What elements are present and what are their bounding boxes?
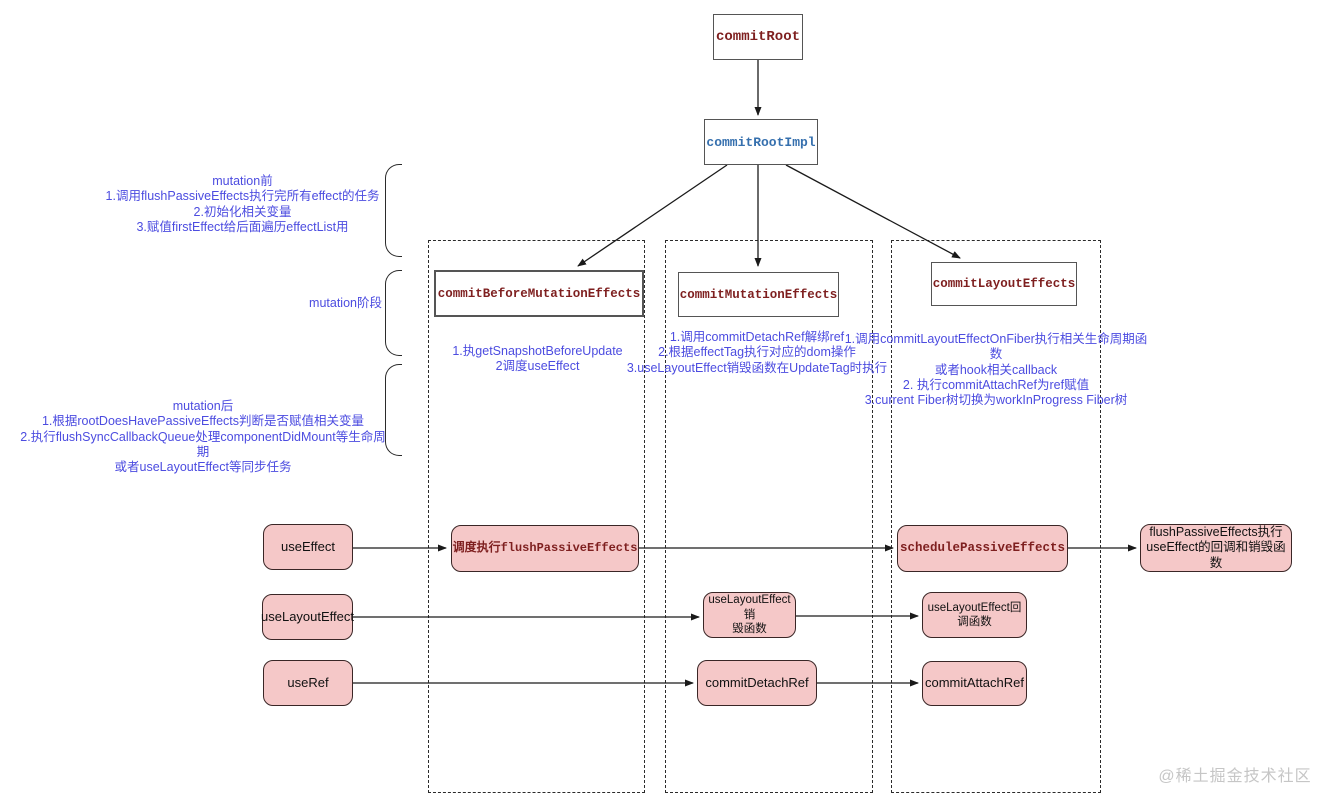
flush-passive-effects-run-node: flushPassiveEffects执行 useEffect的回调和销毁函数 — [1140, 524, 1292, 572]
brace-mutation — [385, 270, 402, 356]
phase-column-mutation — [665, 240, 873, 793]
commit-mutation-effects-node: commitMutationEffects — [678, 272, 839, 317]
before-mutation-notes: 1.执getSnapshotBeforeUpdate 2调度useEffect — [452, 344, 623, 374]
arrow-impl-to-layout — [785, 164, 961, 259]
commit-root-node: commitRoot — [713, 14, 803, 60]
phase-column-layout — [891, 240, 1101, 793]
use-ref-node: useRef — [263, 660, 353, 706]
commit-detach-ref-node: commitDetachRef — [697, 660, 817, 706]
commit-attach-ref-node: commitAttachRef — [922, 661, 1027, 706]
brace-post-mutation — [385, 364, 402, 456]
commit-layout-effects-node: commitLayoutEffects — [931, 262, 1077, 306]
use-layout-effect-node: useLayoutEffect — [261, 594, 354, 640]
pre-mutation-annotation: mutation前 1.调用flushPassiveEffects执行完所有ef… — [105, 174, 380, 234]
use-layout-effect-callback-node: useLayoutEffect回 调函数 — [922, 592, 1027, 638]
brace-pre-mutation — [385, 164, 402, 257]
mutation-phase-annotation: mutation阶段 — [309, 296, 382, 310]
schedule-flush-passive-effects-node: 调度执行flushPassiveEffects — [451, 525, 639, 572]
arrow-impl-to-before-mutation — [577, 164, 728, 267]
layout-notes: 1.调用commitLayoutEffectOnFiber执行相关生命周期函数 … — [844, 332, 1148, 407]
use-layout-effect-destroy-node: useLayoutEffect销 毁函数 — [703, 592, 796, 638]
watermark: @稀土掘金技术社区 — [1158, 768, 1312, 785]
mutation-notes: 1.调用commitDetachRef解绑ref 2.根据effectTag执行… — [626, 330, 888, 375]
commit-root-impl-node: commitRootImpl — [704, 119, 818, 165]
use-effect-node: useEffect — [263, 524, 353, 570]
commit-before-mutation-effects-node: commitBeforeMutationEffects — [434, 270, 644, 317]
phase-column-before-mutation — [428, 240, 645, 793]
post-mutation-annotation: mutation后 1.根据rootDoesHavePassiveEffects… — [20, 399, 386, 474]
schedule-passive-effects-node: schedulePassiveEffects — [897, 525, 1068, 572]
